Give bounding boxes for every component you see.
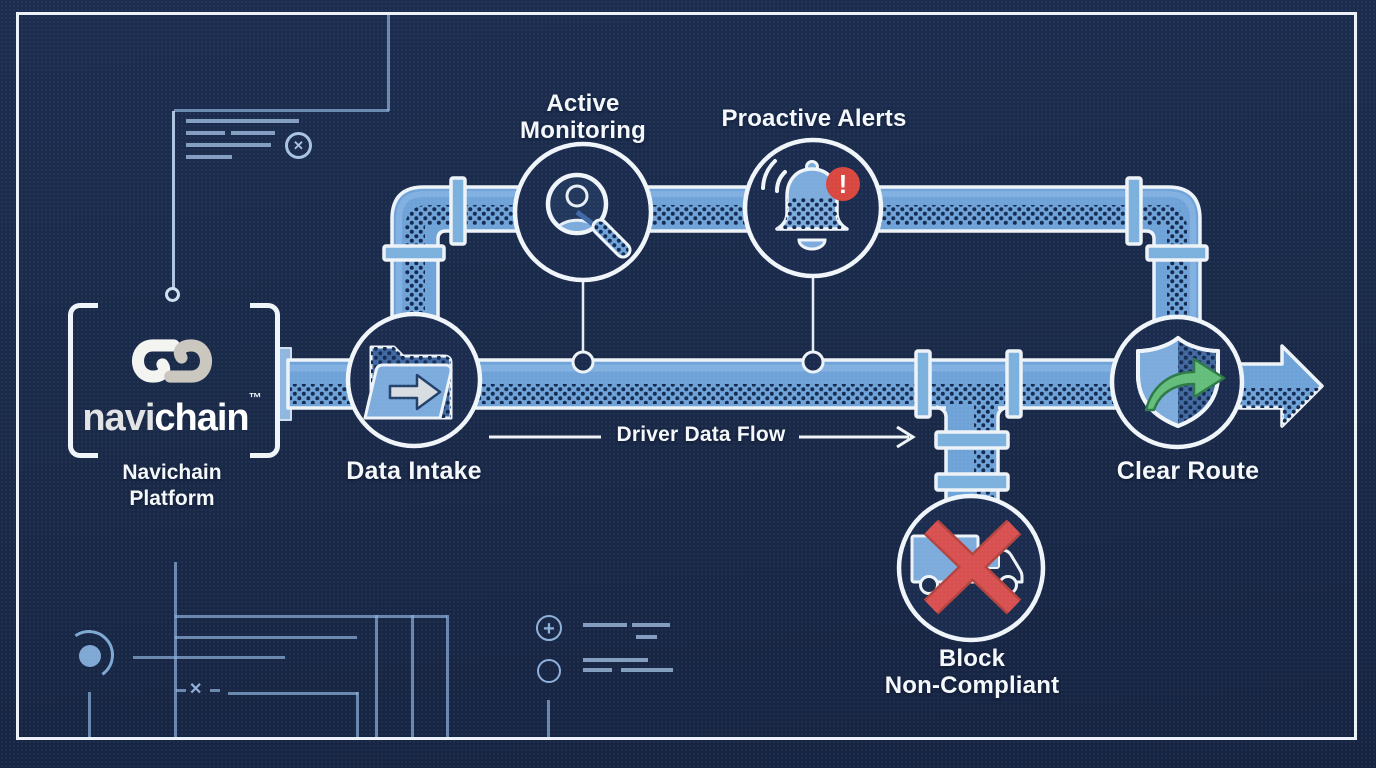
blueprint-text-line xyxy=(186,155,232,159)
alert-badge-text: ! xyxy=(839,169,848,199)
label-block-non-compliant: Block Non-Compliant xyxy=(884,645,1060,699)
blueprint-text-line xyxy=(186,143,271,147)
logo-connector-line xyxy=(172,111,175,288)
circle-x-icon: ✕ xyxy=(285,132,312,159)
alerts-connector xyxy=(801,277,825,374)
blueprint-line xyxy=(133,656,285,659)
node-dot-icon xyxy=(165,287,180,302)
shield-arrow-icon xyxy=(1136,336,1226,428)
blueprint-line xyxy=(411,615,414,740)
blueprint-dash xyxy=(210,689,220,692)
x-mark-icon: ✕ xyxy=(189,681,203,698)
blueprint-line xyxy=(174,109,389,112)
blocked-truck-icon xyxy=(910,519,1024,615)
navichain-wordmark: navichain™ xyxy=(62,390,282,440)
blueprint-dash xyxy=(583,668,612,672)
exit-arrow xyxy=(1238,344,1324,428)
blueprint-line xyxy=(446,615,449,740)
blueprint-dash xyxy=(632,623,670,627)
flow-arrow xyxy=(489,425,916,449)
red-x-icon xyxy=(923,519,1022,615)
blueprint-line xyxy=(375,615,378,740)
blueprint-line xyxy=(175,615,447,618)
wordmark-chain: chain xyxy=(154,397,249,439)
label-data-intake: Data Intake xyxy=(346,457,482,485)
filled-dot-icon xyxy=(79,645,101,667)
blueprint-line xyxy=(174,562,177,740)
blueprint-dash xyxy=(583,623,627,627)
blueprint-text-line xyxy=(186,131,225,135)
blueprint-line xyxy=(356,692,359,740)
blueprint-dash xyxy=(636,635,657,639)
blueprint-line xyxy=(175,636,357,639)
blueprint-dash xyxy=(621,668,673,672)
platform-caption-line2: Platform xyxy=(129,487,215,510)
label-driver-data-flow: Driver Data Flow xyxy=(616,423,786,446)
blueprint-text-line xyxy=(231,131,275,135)
blueprint-line xyxy=(88,692,91,738)
blueprint-text-line xyxy=(186,119,299,123)
logo-bracket-left xyxy=(68,303,98,458)
folder-arrow-icon xyxy=(363,345,453,420)
logo-bracket-right xyxy=(250,303,280,458)
bell-alert-icon: ! xyxy=(761,159,860,251)
platform-caption-line1: Navichain xyxy=(122,461,222,484)
blueprint-dash xyxy=(583,658,648,662)
label-clear-route: Clear Route xyxy=(1116,457,1260,485)
alert-badge xyxy=(826,167,860,201)
trademark-symbol: ™ xyxy=(248,390,262,405)
green-arrow xyxy=(1144,357,1226,412)
label-proactive-alerts: Proactive Alerts xyxy=(721,105,907,132)
monitor-connector xyxy=(571,282,595,374)
wordmark-navi: navi xyxy=(82,397,155,439)
blueprint-line xyxy=(228,692,358,695)
navichain-logo-mark xyxy=(132,339,212,383)
circle-icon xyxy=(537,659,561,683)
blueprint-line xyxy=(547,700,550,740)
magnifier-person-icon xyxy=(545,172,632,259)
blueprint-line xyxy=(387,14,390,111)
label-active-monitoring: Active Monitoring xyxy=(520,90,646,144)
platform-caption: Navichain Platform xyxy=(62,460,282,512)
circle-plus-icon: + xyxy=(536,615,562,641)
blueprint-dash xyxy=(176,689,186,692)
pipe-flanges xyxy=(382,176,1209,492)
